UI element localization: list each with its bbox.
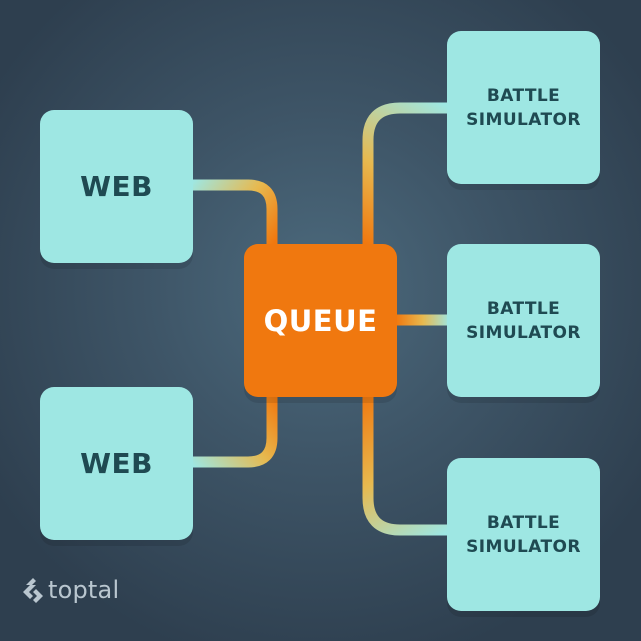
battle-simulator-node-1-label: BATTLE SIMULATOR [466,85,581,130]
queue-node: QUEUE [244,244,397,397]
toptal-logo: toptal [22,576,119,604]
battle-simulator-node-1: BATTLE SIMULATOR [447,31,600,184]
web-node-2: WEB [40,387,193,540]
battle-simulator-node-3: BATTLE SIMULATOR [447,458,600,611]
connector-queue-sim1 [362,102,456,254]
battle-simulator-node-2-label: BATTLE SIMULATOR [466,298,581,343]
connector-queue-sim3 [362,386,456,536]
connector-web1-queue [184,179,278,254]
battle-simulator-node-3-label: BATTLE SIMULATOR [466,512,581,557]
battle-simulator-node-2: BATTLE SIMULATOR [447,244,600,397]
web-node-1: WEB [40,110,193,263]
web-node-1-label: WEB [80,170,153,203]
connector-web2-queue [184,386,278,468]
toptal-logo-icon [23,578,43,603]
toptal-logo-text: toptal [48,576,120,604]
queue-node-label: QUEUE [263,303,378,338]
web-node-2-label: WEB [80,447,153,480]
